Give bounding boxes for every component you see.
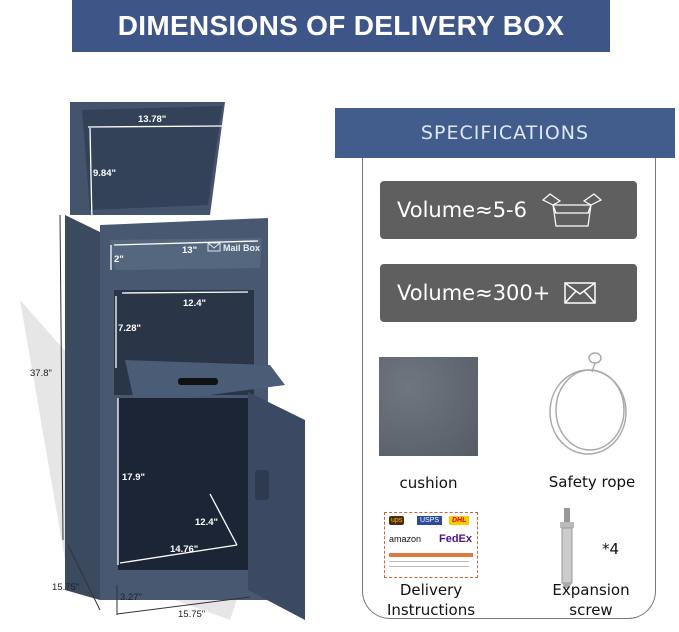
dim-slot-height: 2" [114, 254, 124, 265]
label-line: Expansion [552, 581, 630, 599]
mail-icon [207, 242, 221, 252]
dim-cabinet-depth: 12.4" [195, 517, 218, 528]
mailbox-label: Mail Box [223, 243, 260, 253]
dim-base-depth: 15.75" [52, 582, 79, 593]
safety-rope-image [549, 352, 627, 455]
dim-lid-width: 13.78" [138, 114, 166, 125]
specifications-panel [362, 158, 656, 619]
delivery-instructions-card: ups USPS DHL amazon FedEx [384, 512, 478, 578]
label-line: Instructions [386, 601, 476, 619]
screw-quantity: *4 [602, 540, 620, 558]
fedex-logo: FedEx [439, 533, 473, 545]
cabinet-door [248, 392, 305, 620]
drawer-handle [178, 378, 218, 385]
lid-inner [82, 106, 222, 210]
dim-cabinet-width: 14.76" [170, 544, 198, 555]
usps-logo: USPS [417, 516, 443, 525]
amazon-logo: amazon [389, 534, 422, 544]
ups-logo: ups [389, 516, 405, 525]
specifications-header: SPECIFICATIONS [335, 108, 675, 158]
label-line: screw [569, 601, 613, 619]
label-line: Delivery [399, 581, 463, 599]
volume-packages-pill: Volume≈5-6 [380, 181, 637, 239]
dim-drawer-width: 12.4" [183, 298, 206, 309]
dhl-logo: DHL [449, 516, 470, 525]
dim-drawer-height: 7.28" [118, 323, 141, 334]
mailbox-diagram: Mail Box 13.78" 9.84" 13" 2" 12.4" 7.28" [20, 102, 305, 620]
expansion-screw-image [560, 508, 574, 588]
door-lock [255, 470, 269, 500]
body-side [65, 215, 100, 600]
dim-lid-depth: 9.84" [93, 168, 116, 179]
expansion-screw-label: Expansion screw [535, 580, 647, 620]
cushion-label: cushion [399, 474, 458, 492]
dim-leg-height: 3.27" [120, 592, 142, 603]
title-banner: DIMENSIONS OF DELIVERY BOX [72, 0, 610, 52]
delivery-instructions-label: Delivery Instructions [375, 580, 487, 620]
dim-cabinet-height: 17.9" [122, 472, 145, 483]
dim-base-width: 15.75" [178, 609, 205, 620]
open-box-icon [541, 193, 603, 227]
volume-letters-pill: Volume≈300+ [380, 264, 637, 322]
cushion-image [379, 357, 478, 456]
cabinet-opening [118, 398, 248, 570]
envelope-icon [564, 282, 597, 304]
volume-letters-label: Volume≈300+ [397, 281, 551, 305]
slot-flap [110, 238, 262, 270]
safety-rope-label: Safety rope [548, 473, 636, 491]
dim-total-height: 37.8" [30, 368, 52, 379]
dim-slot-width: 13" [182, 245, 197, 256]
volume-packages-label: Volume≈5-6 [397, 198, 527, 222]
